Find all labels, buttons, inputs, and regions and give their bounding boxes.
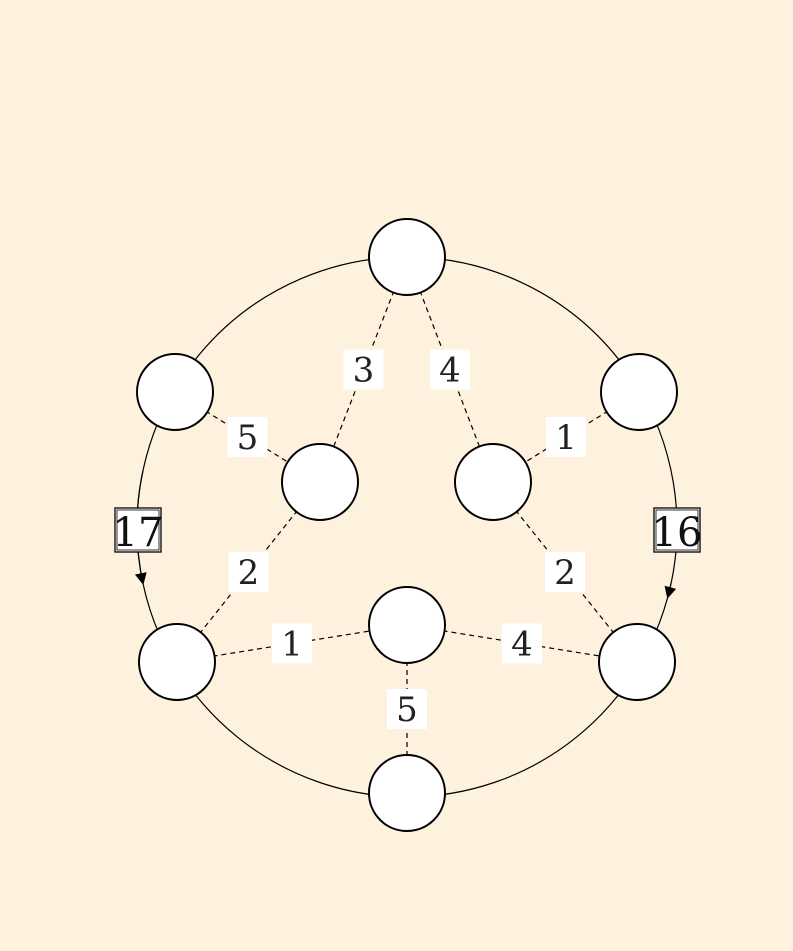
sum-left: 17 — [113, 507, 164, 556]
edge-label-box — [228, 552, 269, 592]
edge-label-box — [546, 417, 586, 457]
edge-label-text: 1 — [555, 418, 577, 458]
ring-arc-right-arrow — [136, 256, 678, 599]
sum-right-value: 16 — [652, 510, 703, 556]
sum-left-value: 17 — [113, 510, 164, 556]
node-bottom-left[interactable] — [138, 623, 216, 701]
edge-label-box — [387, 689, 427, 729]
edge-label: 4 — [502, 623, 542, 665]
edge-label: 1 — [272, 623, 312, 665]
edge-label-box — [502, 623, 542, 664]
edge-label-box — [545, 552, 585, 592]
node-circle[interactable] — [281, 443, 359, 521]
node-inner-right[interactable] — [454, 443, 532, 521]
edge-label-text: 2 — [554, 553, 576, 593]
edge-label: 1 — [546, 417, 586, 458]
node-outer-right[interactable] — [600, 353, 678, 431]
node-circle[interactable] — [368, 754, 446, 832]
edge-label-text: 5 — [396, 690, 418, 730]
node-circle[interactable] — [138, 623, 216, 701]
node-circle[interactable] — [454, 443, 532, 521]
edge-label-box — [343, 349, 384, 390]
node-circle[interactable] — [368, 586, 446, 664]
node-inner-left[interactable] — [281, 443, 359, 521]
edge-label-text: 5 — [237, 418, 259, 458]
node-center[interactable] — [368, 586, 446, 664]
edge-label: 2 — [545, 552, 585, 593]
edge-label-text: 3 — [353, 351, 375, 391]
edge-label: 5 — [227, 417, 268, 458]
edge-label: 4 — [430, 349, 470, 391]
node-circle[interactable] — [368, 218, 446, 296]
node-bottom[interactable] — [368, 754, 446, 832]
edge-label: 3 — [343, 349, 384, 391]
sums: 17 16 — [113, 507, 703, 556]
node-circle[interactable] — [598, 623, 676, 701]
node-top[interactable] — [368, 218, 446, 296]
edge-label-text: 2 — [238, 553, 260, 593]
edge-label-text: 4 — [439, 351, 461, 391]
edge-label: 2 — [228, 552, 269, 593]
edge-label-box — [430, 349, 470, 390]
edge-label: 5 — [387, 689, 427, 730]
edge-label-text: 1 — [281, 625, 303, 665]
node-circle[interactable] — [136, 353, 214, 431]
node-circle[interactable] — [600, 353, 678, 431]
sum-right: 16 — [652, 507, 703, 556]
edge-label-box — [272, 623, 312, 664]
nodes — [136, 218, 678, 832]
edge-label-text: 4 — [511, 625, 533, 665]
edge-label-box — [227, 417, 268, 457]
node-outer-left[interactable] — [136, 353, 214, 431]
node-bottom-right[interactable] — [598, 623, 676, 701]
